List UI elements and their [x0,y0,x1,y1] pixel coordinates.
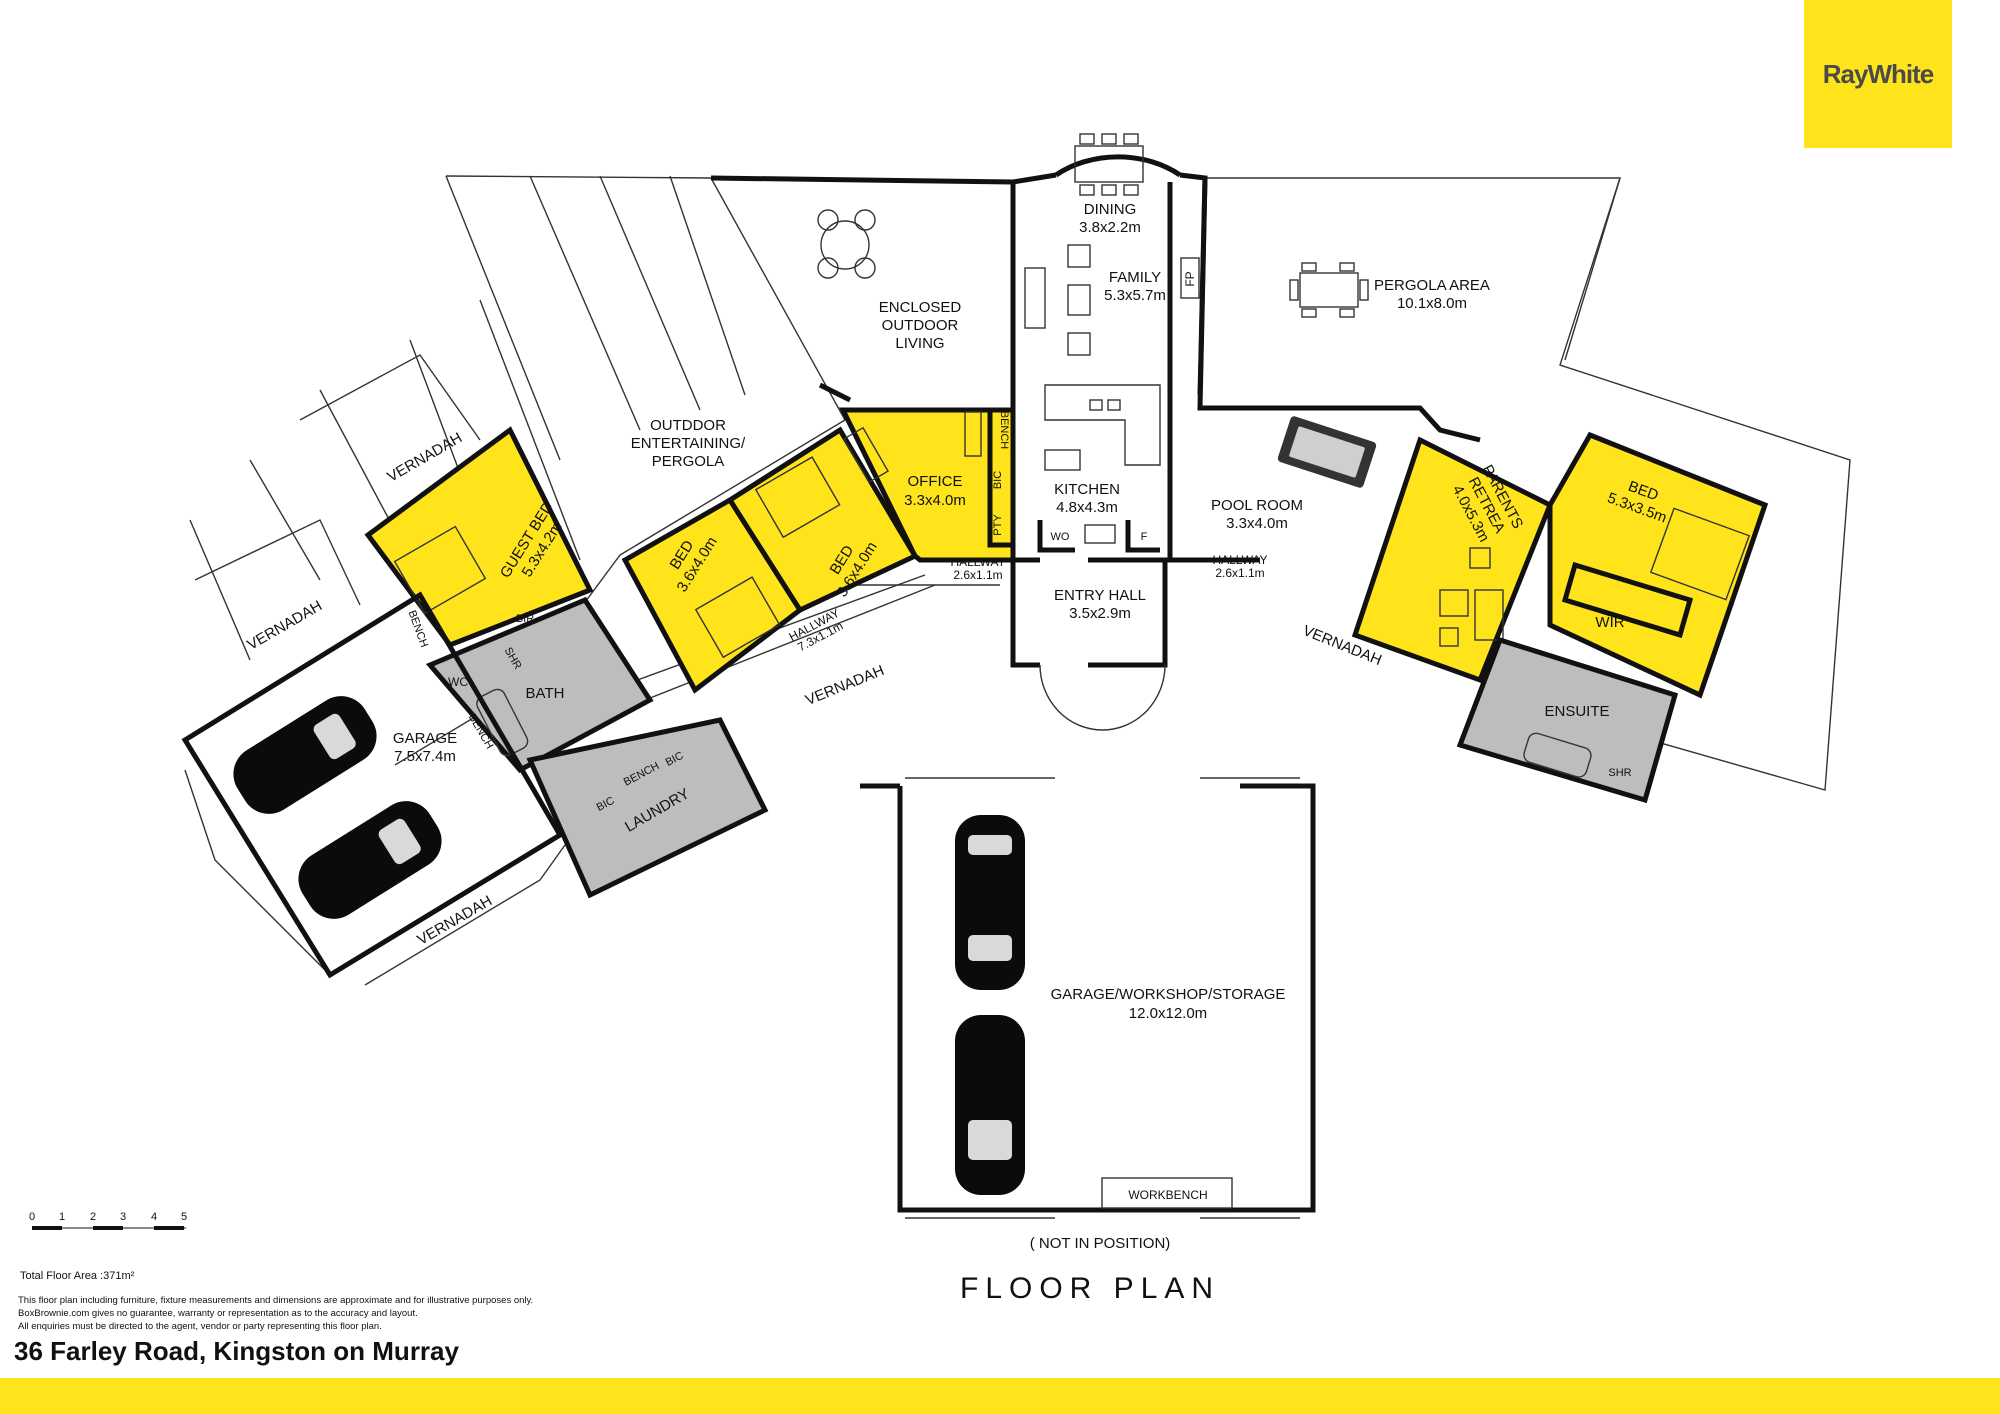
workbench-icon [1101,1177,1233,1209]
master-bed-furniture-icon [1649,507,1751,601]
enclosed-label-2: OUTDOOR [882,317,959,334]
car-icon-garage-1 [233,696,377,814]
garage-label: GARAGE [393,730,457,747]
enclosed-label-3: LIVING [895,335,944,352]
office-desk-icon [964,411,982,457]
outdoor-label-3: PERGOLA [652,453,725,470]
pool-table-icon [1277,416,1377,488]
hallway-right-size: 2.6x1.1m [1215,566,1264,580]
enclosed-outdoor-walls [710,175,1014,403]
family-size: 5.3x5.7m [1104,287,1166,304]
scale-tick-4: 4 [151,1211,157,1223]
bed-furniture-icons [694,426,889,659]
pty-label: PTY [992,514,1004,536]
hallway-right-label: HALLWAY [1212,553,1267,567]
wir-label: WIR [1595,614,1624,631]
walk-in-robe [1561,561,1694,639]
office-label: OFFICE [908,473,963,490]
bench-bic-pty-closet [987,410,1013,548]
scale-bar: 0 1 2 3 4 5 [29,1211,187,1230]
guest-bed-room [364,426,594,649]
wo-label: WO [1051,531,1070,543]
pool-room-size: 3.3x4.0m [1226,515,1288,532]
workshop-label: GARAGE/WORKSHOP/STORAGE [1051,986,1286,1003]
scale-tick-1: 1 [59,1211,65,1223]
ensuite-bath-icon [1523,732,1592,778]
car-icon-workshop-2 [955,1015,1025,1195]
pool-room-label: POOL ROOM [1211,497,1303,514]
logo-text: RayWhite [1822,58,1934,89]
workshop-walls [897,783,1316,1213]
pergola-label: PERGOLA AREA [1374,277,1490,294]
disclaimer-line: BoxBrownie.com gives no guarantee, warra… [18,1308,418,1319]
entry-hall-label: ENTRY HALL [1054,587,1146,604]
pergola-size: 10.1x8.0m [1397,295,1467,312]
garage-left-walls [181,591,564,979]
dining-table-icon [1074,133,1144,196]
bed-room-3 [726,426,919,614]
master-bed-room [1547,431,1769,699]
office-size: 3.3x4.0m [904,492,966,509]
scale-tick-2: 2 [90,1211,96,1223]
ensuite-label: ENSUITE [1544,703,1609,720]
total-floor-area: Total Floor Area :371m² [20,1270,135,1282]
not-in-position-label: ( NOT IN POSITION) [1030,1235,1171,1252]
workbench-label: WORKBENCH [1128,1188,1207,1202]
outdoor-table-icon [817,209,876,279]
property-address: 36 Farley Road, Kingston on Murray [14,1336,459,1366]
dining-label: DINING [1084,201,1137,218]
entry-hall-size: 3.5x2.9m [1069,605,1131,622]
page-title: FLOOR PLAN [960,1272,1221,1305]
disclaimer-line: All enquiries must be directed to the ag… [18,1321,382,1332]
ensuite-room [1456,636,1679,804]
bir-label: BIR [516,613,534,625]
fp-label: FP [1183,271,1197,286]
workshop-size: 12.0x12.0m [1129,1005,1207,1022]
guest-bed-furniture-icon [393,525,487,615]
scale-tick-5: 5 [181,1211,187,1223]
vernadah-label-4: VERNADAH [803,662,887,709]
wc-label: WC [448,675,468,689]
car-icon-garage-2 [298,801,442,919]
bic-office-label: BIC [992,471,1004,489]
garage-size: 7.5x7.4m [394,748,456,765]
pergola-table-icon [1289,262,1369,318]
disclaimer-line: This floor plan including furniture, fix… [18,1295,534,1306]
fireplace-icon [1180,257,1200,299]
disclaimer: This floor plan including furniture, fix… [18,1294,658,1333]
bath-label: BATH [526,685,565,702]
bench-office-label: BENCH [998,411,1010,450]
dining-size: 3.8x2.2m [1079,219,1141,236]
laundry-room [526,717,769,899]
outdoor-label-1: OUTDDOR [650,417,726,434]
f-label: F [1141,531,1148,543]
kitchen-label: KITCHEN [1054,481,1120,498]
hallway-left-size: 2.6x1.1m [953,568,1002,582]
outdoor-label-2: ENTERTAINING/ [631,435,746,452]
brand-footer-bar [0,1378,2000,1414]
raywhite-logo: RayWhite [1804,0,1952,148]
parents-retreat-furniture-icon [1439,547,1504,647]
ensuite-shr-label: SHR [1608,767,1631,779]
kitchen-bench-icon [1044,384,1161,471]
family-label: FAMILY [1109,269,1161,286]
bath-room [425,596,654,774]
car-icon-workshop-1 [955,815,1025,990]
family-sofa-icon [1024,244,1091,356]
scale-tick-3: 3 [120,1211,126,1223]
enclosed-label-1: ENCLOSED [879,299,962,316]
scale-tick-0: 0 [29,1211,35,1223]
hallway-left-label: HALLWAY [950,555,1005,569]
bath-tub-icon [476,688,529,757]
vernadah-label-2: VERNADAH [244,597,325,653]
kitchen-size: 4.8x4.3m [1056,499,1118,516]
kitchen-utility-walls [1037,520,1160,553]
parents-retreat-room [1351,436,1554,684]
